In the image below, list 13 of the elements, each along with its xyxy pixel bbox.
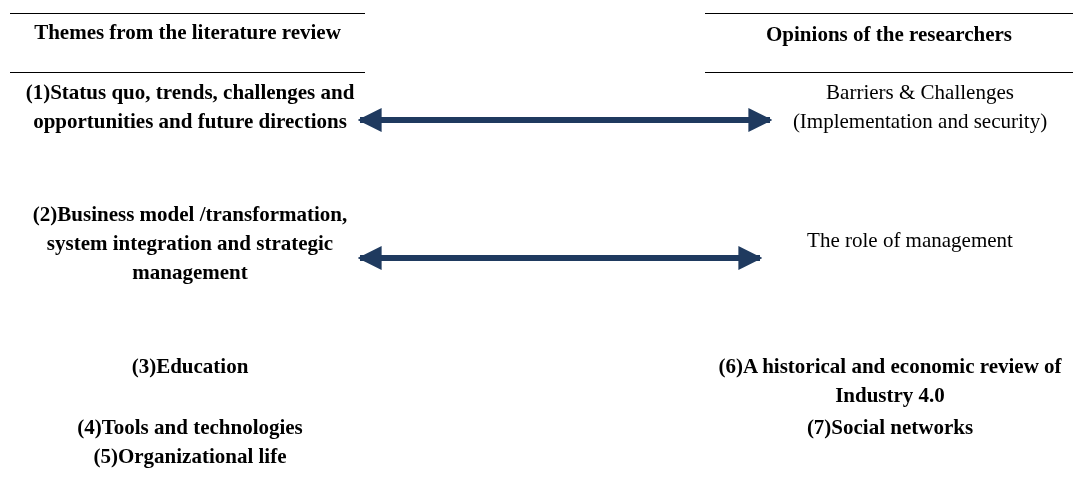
theme-text: (7)Social networks	[805, 414, 975, 441]
double-arrow	[357, 246, 763, 270]
theme-text: (3)Education	[130, 353, 250, 380]
opinion-text: Barriers & Challenges (Implementation and security)	[770, 78, 1070, 136]
theme-text: (1)Status quo, trends, challenges and opportunities and future directions	[20, 78, 360, 136]
double-arrow	[357, 108, 773, 132]
theme-text: (5)Organizational life	[92, 443, 288, 470]
column-heading: Opinions of the researchers	[765, 21, 1013, 48]
column-heading: Themes from the literature review	[33, 19, 342, 46]
opinion-text: The role of management	[760, 226, 1060, 255]
theme-text: (4)Tools and technologies	[76, 414, 304, 441]
theme-text: (2)Business model /transformation, system integration and strategic management	[20, 200, 360, 287]
theme-text: (6)A historical and economic review of Industry 4.0	[717, 353, 1063, 409]
